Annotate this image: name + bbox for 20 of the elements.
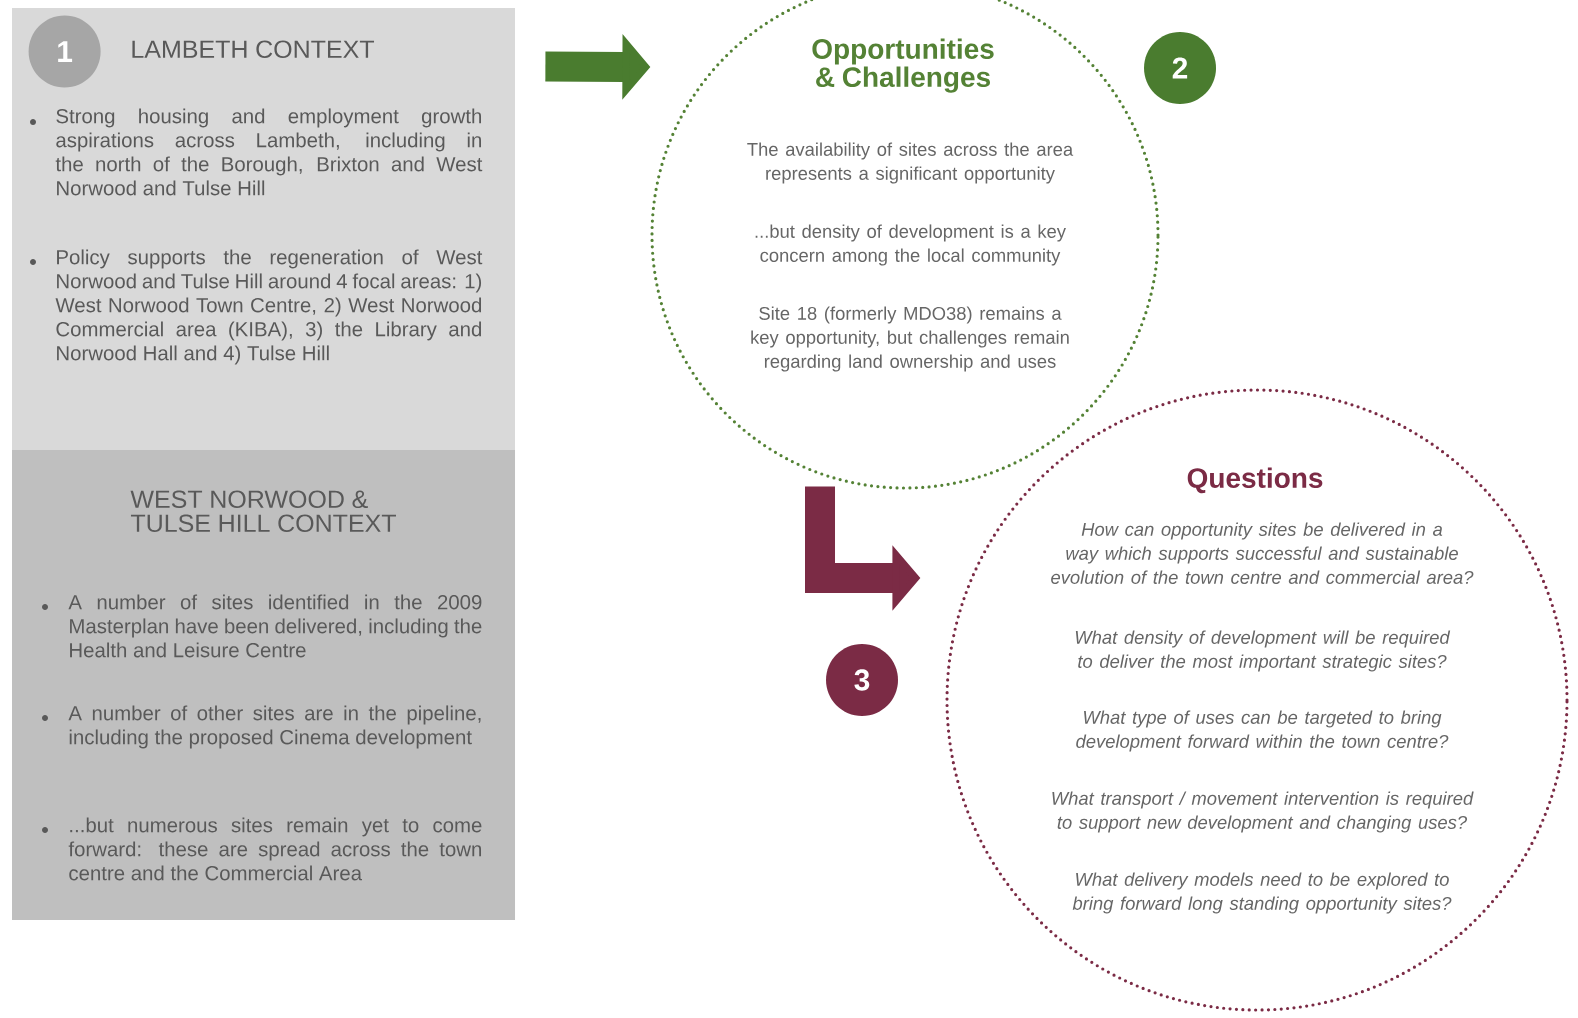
number-badge: 3 xyxy=(826,644,898,716)
bullet-text: Policy supports the regeneration of West Norwood and Tulse Hill around 4 focal areas: 1) West Norwood Town Centre, 2) West Norwood Commercial area (KIBA), 3) the Library and Norwood Hall and 4) Tulse Hill xyxy=(55,249,483,365)
bullet-text: Strong housing and employment growth aspirations across Lambeth, including in the north of the Borough, Brixton and West Norwood and Tulse Hill xyxy=(55,108,483,196)
question-text: What type of uses can be targeted to bring development forward within the town centre? xyxy=(1076,710,1449,752)
heading: Opportunities & Challenges xyxy=(812,38,994,93)
bullet-text: A number of other sites are in the pipeline, including the proposed Cinema development xyxy=(68,705,481,749)
bullet-text: ...but numerous sites remain yet to come forward: these are spread across the town centre and the Commercial Area xyxy=(68,817,482,881)
question-text: How can opportunity sites be delivered in a way which supports successful and sustainable evolution of the town centre and commercial area? xyxy=(1051,522,1474,584)
paragraph: Site 18 (formerly MDO38) remains a key opportunity, but challenges remain regarding land ownership and uses xyxy=(751,306,1069,372)
heading: WEST NORWOOD & TULSE HILL CONTEXT xyxy=(130,490,396,533)
bullet-text: A number of sites identified in the 2009 Masterplan have been delivered, including the Health and Leisure Centre xyxy=(68,594,482,658)
question-text: What delivery models need to be explored to bring forward long standing opportunity sites? xyxy=(1072,872,1452,914)
question-text: What transport / movement intervention is required to support new development and changing uses? xyxy=(1052,791,1474,833)
heading: Questions xyxy=(1187,467,1323,494)
number-badge: 1 xyxy=(28,15,101,88)
number-badge: 2 xyxy=(1144,32,1216,104)
heading: LAMBETH CONTEXT xyxy=(132,40,374,59)
paragraph: The availability of sites across the area represents a significant opportunity xyxy=(747,142,1074,184)
paragraph: ...but density of development is a key concern among the local community xyxy=(755,224,1066,266)
question-text: What density of development will be required to deliver the most important strategic sites? xyxy=(1075,630,1451,672)
